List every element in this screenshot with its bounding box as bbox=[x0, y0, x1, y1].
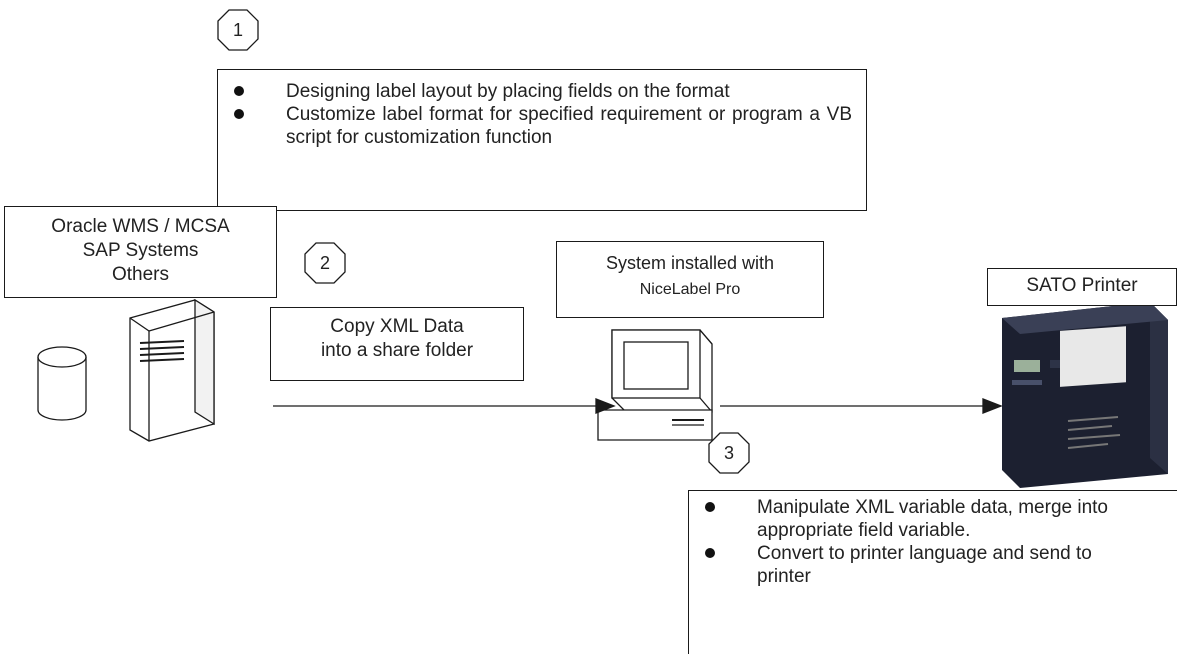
step-1-number: 1 bbox=[232, 20, 243, 40]
bullet-icon bbox=[705, 548, 715, 558]
design-step-item: Designing label layout by placing fields… bbox=[218, 80, 852, 103]
process-step-item: Manipulate XML variable data, merge into… bbox=[689, 496, 1117, 542]
source-systems-box: Oracle WMS / MCSA SAP Systems Others bbox=[4, 206, 277, 298]
bullet-icon bbox=[705, 502, 715, 512]
process-step-item: Convert to printer language and send to … bbox=[689, 542, 1117, 588]
sato-printer-label-box: SATO Printer bbox=[987, 268, 1177, 306]
design-steps-box: Designing label layout by placing fields… bbox=[217, 69, 867, 211]
bullet-icon bbox=[234, 109, 244, 119]
step-1-badge: 1 bbox=[216, 8, 260, 52]
computer-icon bbox=[597, 329, 713, 441]
step-3-number: 3 bbox=[723, 443, 734, 463]
source-system-sap: SAP Systems bbox=[82, 240, 199, 261]
system-installed-box: System installed with NiceLabel Pro bbox=[556, 241, 824, 318]
design-step-item: Customize label format for specified req… bbox=[218, 103, 852, 149]
copy-xml-line: into a share folder bbox=[320, 340, 474, 361]
bullet-icon bbox=[234, 86, 244, 96]
source-system-others: Others bbox=[111, 264, 170, 285]
printer-icon bbox=[1002, 302, 1168, 488]
source-system-oracle: Oracle WMS / MCSA bbox=[51, 216, 230, 237]
copy-xml-line: Copy XML Data bbox=[330, 316, 464, 337]
server-tower-icon bbox=[129, 298, 215, 442]
step-3-badge: 3 bbox=[707, 431, 751, 475]
copy-xml-box: Copy XML Data into a share folder bbox=[270, 307, 524, 381]
sato-printer-label: SATO Printer bbox=[1026, 275, 1138, 296]
flow-arrows bbox=[273, 398, 1003, 414]
step-2-number: 2 bbox=[319, 253, 330, 273]
database-icon bbox=[37, 346, 87, 421]
nicelabel-pro-label: NiceLabel Pro bbox=[639, 281, 741, 298]
process-steps-box: Manipulate XML variable data, merge into… bbox=[688, 490, 1177, 654]
step-2-badge: 2 bbox=[303, 241, 347, 285]
system-installed-line: System installed with bbox=[605, 253, 775, 273]
